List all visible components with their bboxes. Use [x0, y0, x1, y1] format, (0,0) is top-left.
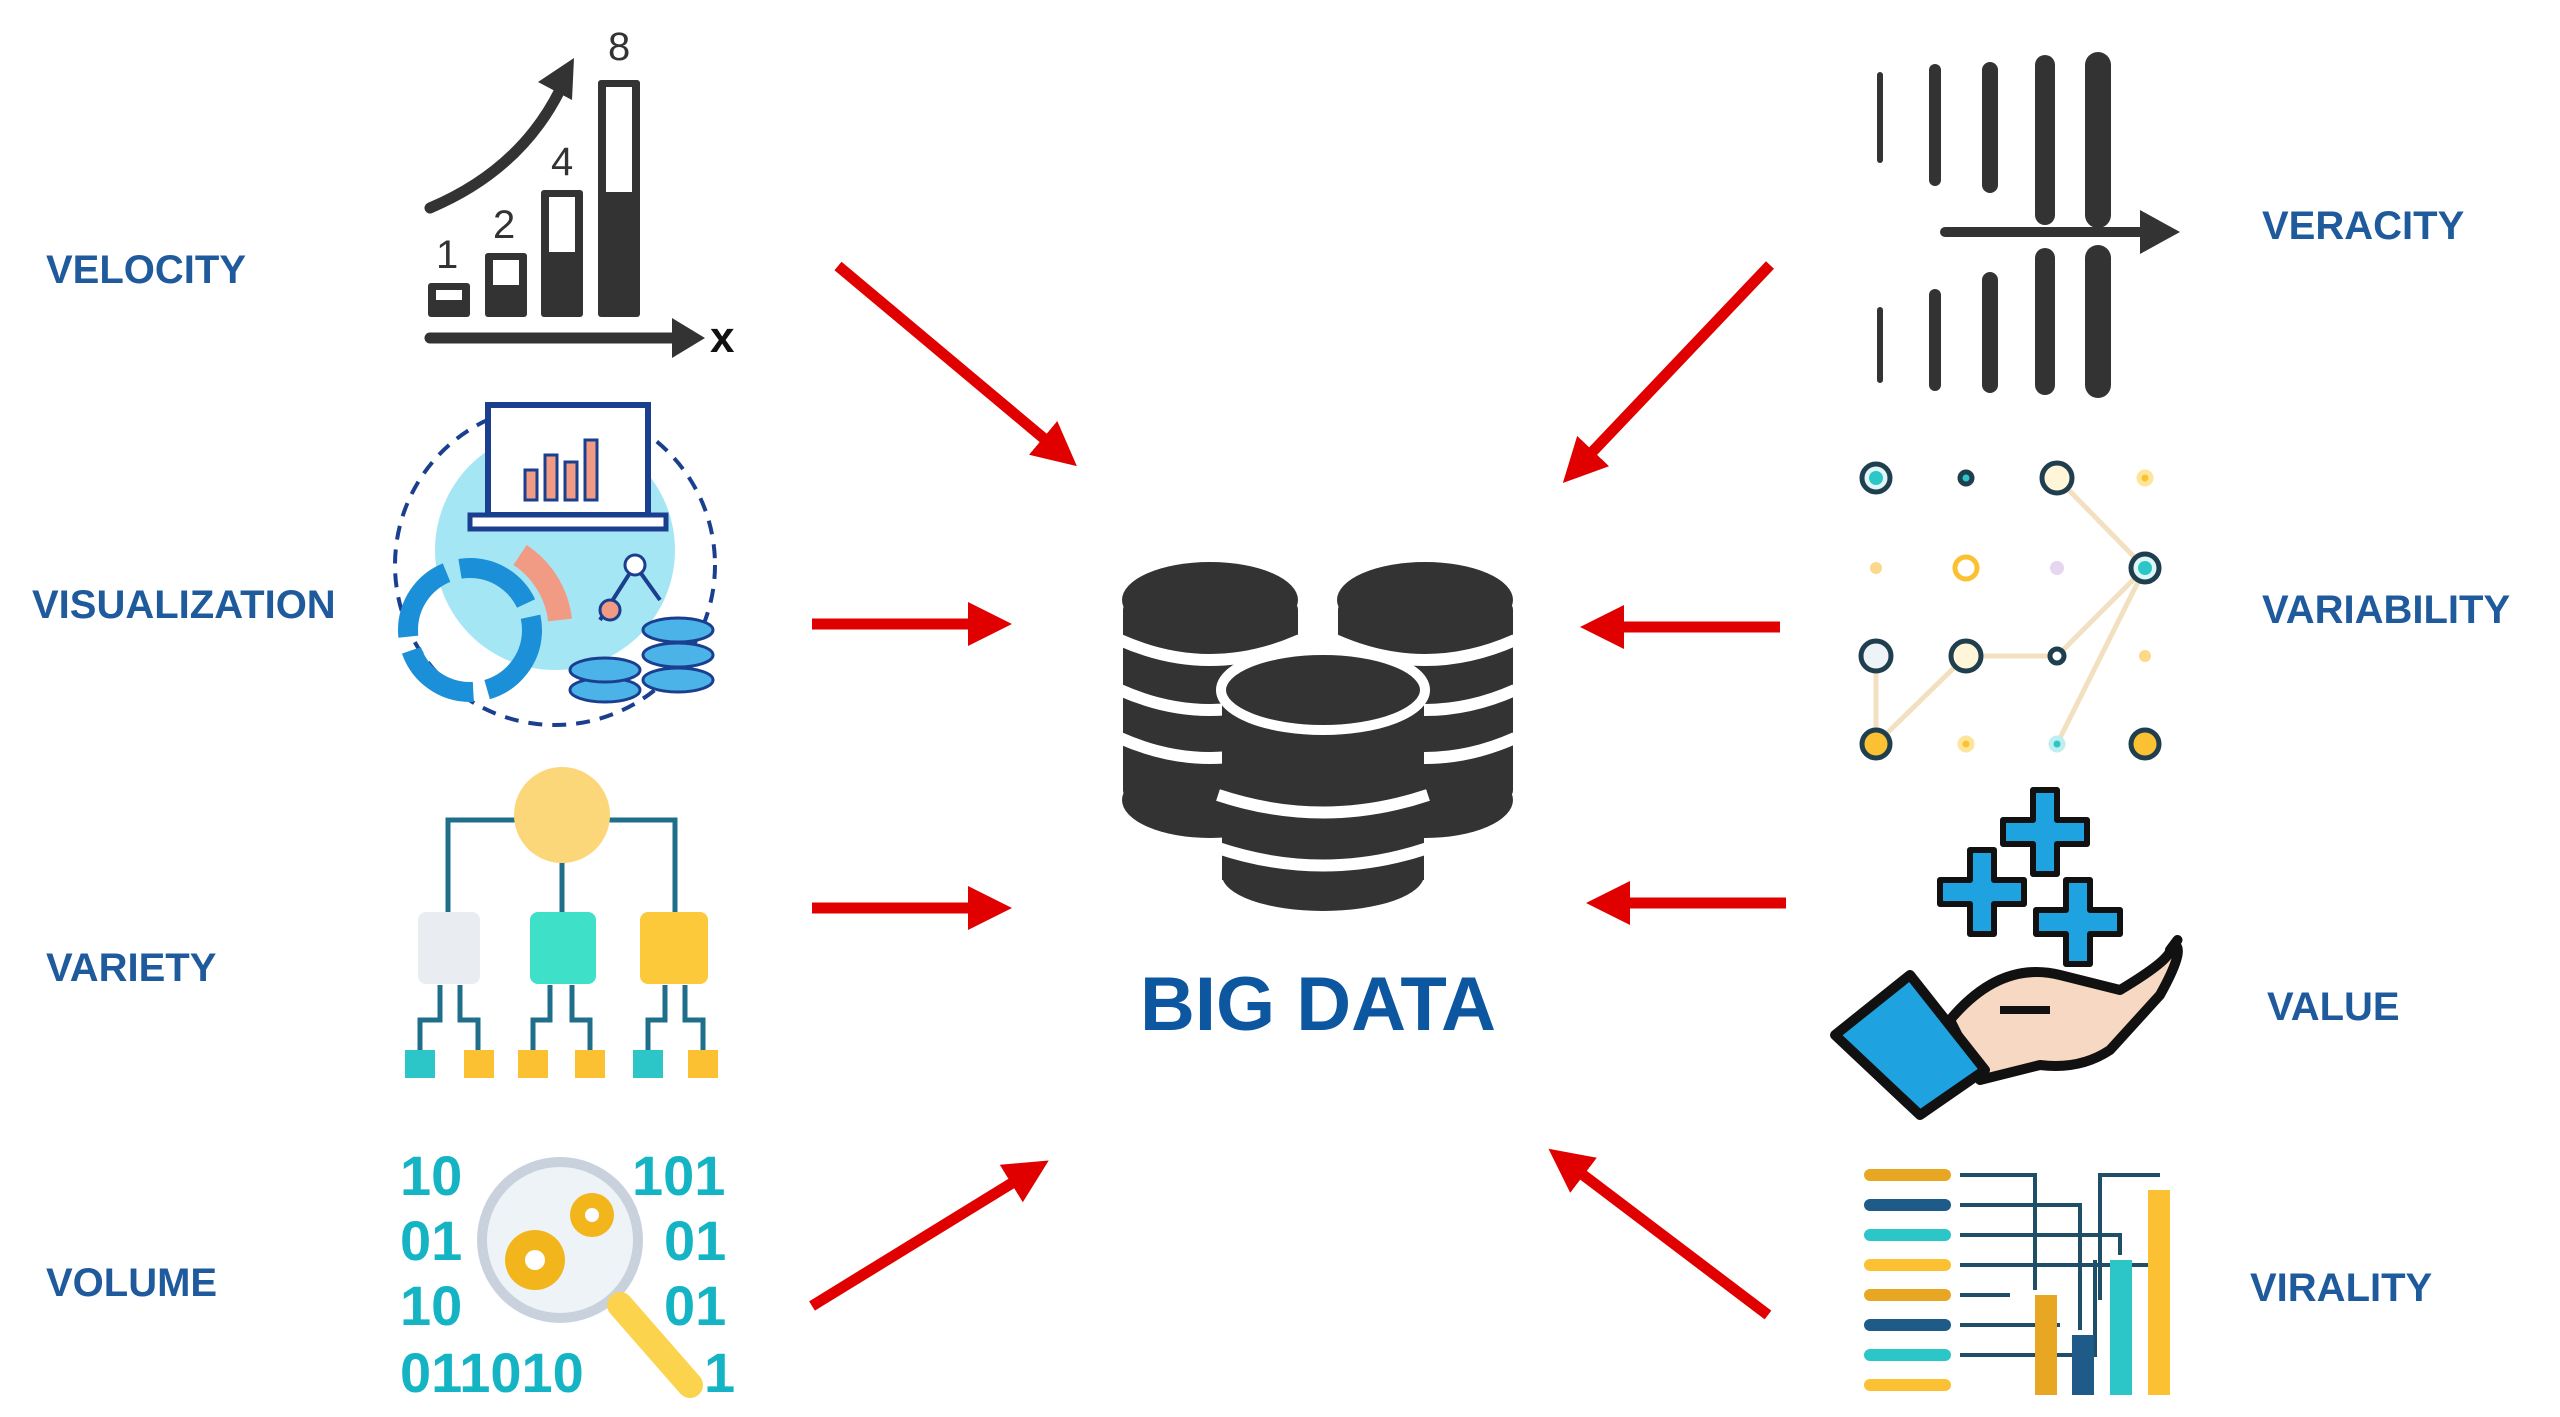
hierarchy-tree-icon	[405, 767, 718, 1078]
database-stack-icon	[1117, 562, 1518, 911]
value-1: 1	[436, 233, 458, 277]
binary-row: 1	[704, 1341, 735, 1404]
label-variety: VARIETY	[46, 946, 217, 990]
binary-row: 011010	[400, 1341, 584, 1404]
hand-with-plus-icon	[1830, 787, 2183, 1120]
binary-row: 101	[632, 1144, 725, 1207]
axis-x-label: x	[710, 313, 735, 362]
label-veracity: VERACITY	[2262, 204, 2465, 248]
arrow-velocity	[834, 261, 1077, 467]
label-variability: VARIABILITY	[2262, 588, 2510, 632]
arrow-veracity	[1562, 261, 1774, 483]
center-title: BIG DATA	[1140, 962, 1496, 1047]
arrow-virality	[1548, 1148, 1772, 1320]
binary-row: 10	[400, 1144, 462, 1207]
binary-row: 01	[664, 1274, 726, 1337]
label-velocity: VELOCITY	[46, 248, 246, 292]
binary-row: 01	[400, 1209, 462, 1272]
value-8: 8	[608, 25, 630, 69]
label-volume: VOLUME	[46, 1261, 217, 1305]
label-virality: VIRALITY	[2250, 1266, 2433, 1310]
value-4: 4	[551, 140, 573, 184]
arrow-volume	[809, 1160, 1049, 1311]
exponential-bar-chart-icon: 1 2 4 8 x	[424, 25, 735, 362]
spreading-bars-icon	[1864, 1169, 2170, 1395]
binary-row: 10	[400, 1274, 462, 1337]
filter-lines-arrow-icon	[1877, 52, 2180, 398]
label-value: VALUE	[2267, 985, 2400, 1029]
label-visualization: VISUALIZATION	[32, 583, 336, 627]
binary-magnifier-gears-icon: 10 01 10 011010 101 01 01 1	[400, 1144, 735, 1404]
binary-row: 01	[664, 1209, 726, 1272]
dashboard-laptop-icon	[393, 402, 717, 727]
arrows	[809, 261, 1786, 1320]
node-network-icon	[1858, 460, 2162, 761]
value-2: 2	[493, 203, 515, 247]
